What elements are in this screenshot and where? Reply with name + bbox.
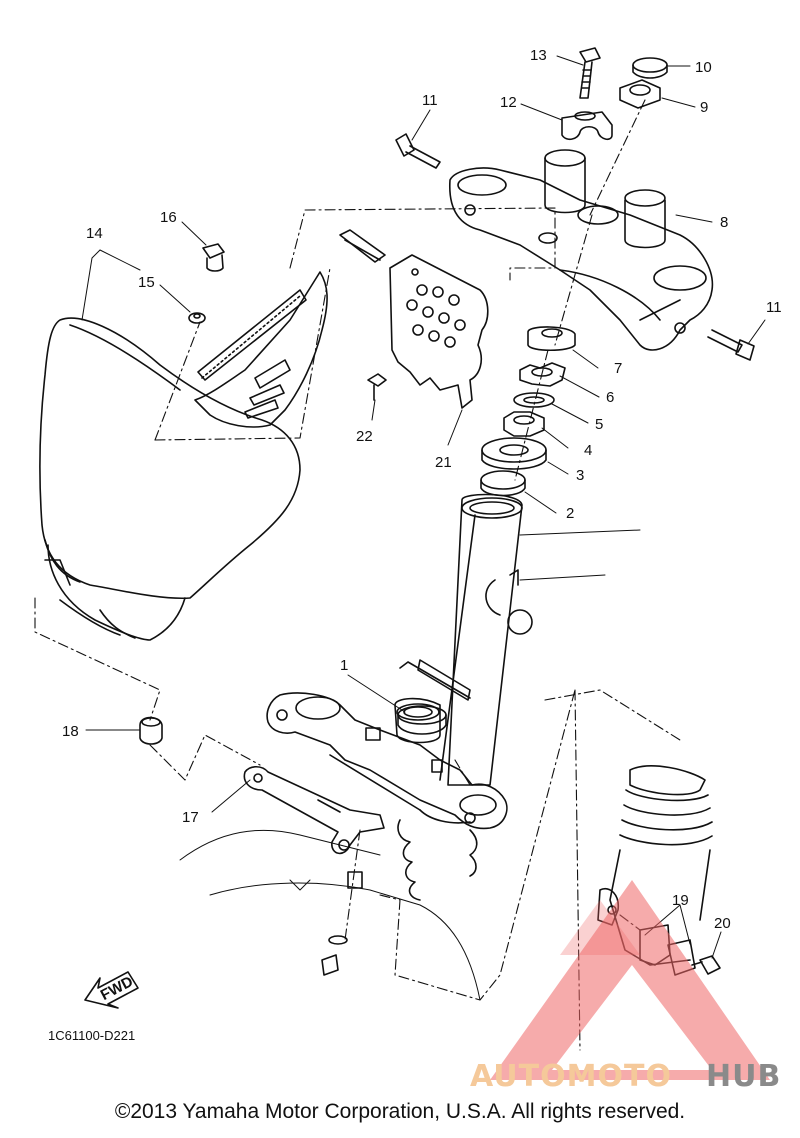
callout-20: 20 <box>714 915 731 932</box>
callout-18: 18 <box>62 723 79 740</box>
frame-outline <box>179 529 641 1001</box>
callout-11-right: 11 <box>766 299 782 316</box>
dust-seal-part-3 <box>481 437 547 470</box>
washer-part-7 <box>527 326 576 352</box>
leader-lines <box>81 55 766 959</box>
callout-7: 7 <box>614 360 622 377</box>
diagram-code: 1C61100-D221 <box>48 1028 135 1043</box>
callout-5: 5 <box>595 416 603 433</box>
watermark-text-hub: HUB <box>706 1059 781 1094</box>
washer-part-5 <box>513 392 555 408</box>
fork-boot-lower <box>397 809 478 901</box>
callout-15: 15 <box>138 274 155 291</box>
watermark-logo: AUTOMOTO HUB <box>470 880 781 1094</box>
callout-6: 6 <box>606 389 614 406</box>
lower-hardware <box>321 871 363 976</box>
fwd-arrow-icon <box>84 971 139 1009</box>
ring-nut-part-4 <box>503 411 545 437</box>
bolt-part-20 <box>691 955 721 975</box>
bearing-part-1 <box>397 705 447 735</box>
steering-nut-part-9 <box>619 79 661 109</box>
callout-3: 3 <box>576 467 584 484</box>
cowl-arm <box>194 271 328 428</box>
callout-9: 9 <box>700 99 708 116</box>
callout-19: 19 <box>672 892 689 909</box>
bolt-part-22 <box>367 373 387 401</box>
copyright-notice: ©2013 Yamaha Motor Corporation, U.S.A. A… <box>114 1100 686 1123</box>
callout-8: 8 <box>720 214 728 231</box>
handlebar-holder-part-12 <box>561 111 613 141</box>
grommet-part-18 <box>139 716 163 745</box>
bolt-part-16 <box>202 243 225 272</box>
callout-14: 14 <box>86 225 103 242</box>
assembly-dash-lines <box>34 99 681 1051</box>
callout-13: 13 <box>530 47 547 64</box>
callout-1: 1 <box>340 657 348 674</box>
ring-nut-part-6 <box>519 362 566 387</box>
callout-labels: 1 2 3 4 5 6 7 8 9 10 11 11 12 13 14 15 1… <box>62 47 782 932</box>
headlight-cowl-part-14 <box>39 317 301 641</box>
bracket-part-21 <box>339 229 489 409</box>
bearing-part-2 <box>480 470 526 497</box>
callout-4: 4 <box>584 442 592 459</box>
pinch-bolt-right-part-11 <box>707 329 755 361</box>
callout-10: 10 <box>695 59 712 76</box>
callout-16: 16 <box>160 209 177 226</box>
steering-stem-lower-bracket <box>266 692 508 830</box>
callout-12: 12 <box>500 94 517 111</box>
watermark-text-automoto: AUTOMOTO <box>470 1059 672 1094</box>
callout-21: 21 <box>435 454 452 471</box>
callout-22: 22 <box>356 428 373 445</box>
stay-part-17 <box>243 765 385 855</box>
pinch-bolt-left-part-11 <box>395 133 441 169</box>
washer-part-10 <box>632 57 668 79</box>
callout-11-left: 11 <box>422 92 438 109</box>
upper-bracket-part-8 <box>449 149 714 351</box>
callout-17: 17 <box>182 809 199 826</box>
callout-2: 2 <box>566 505 574 522</box>
steering-stem-tube <box>399 493 533 786</box>
grommet-part-15 <box>188 312 206 324</box>
bolt-part-13 <box>579 47 601 99</box>
